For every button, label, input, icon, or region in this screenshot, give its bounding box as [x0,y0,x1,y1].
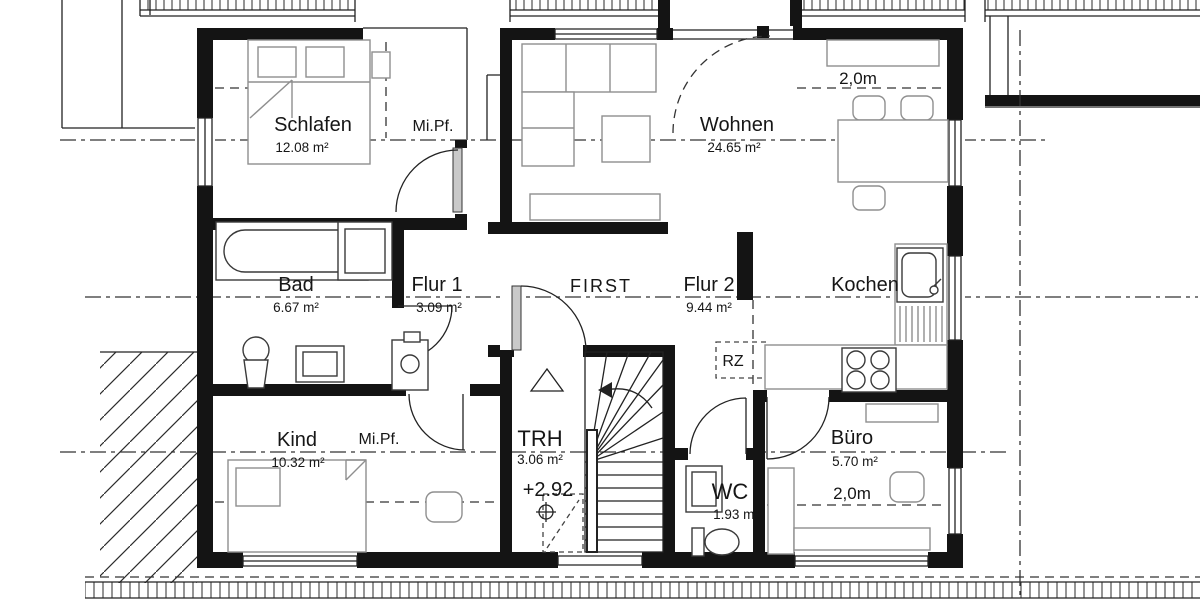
door-swing-trh [520,285,587,352]
desk-side [767,467,795,555]
room-labels: Schlafen 12.08 m² Wohnen 24.65 m² Bad 6.… [271,114,899,522]
toilet-wc [691,527,705,557]
label-wohnen: Wohnen [700,114,774,136]
label-mipf-bottom: Mi.Pf. [359,431,400,448]
area-buero: 5.70 m² [832,454,878,469]
label-flur1: Flur 1 [411,274,462,296]
area-flur1: 3.09 m² [416,300,462,315]
chair [852,95,886,121]
area-trh: 3.06 m² [517,452,563,467]
area-schlafen: 12.08 m² [275,140,329,155]
drainer [899,306,943,342]
chair [900,95,934,121]
chair-kind [425,491,463,523]
label-trh: TRH [517,426,562,451]
window-buero [948,467,962,535]
furniture-wohnen [521,39,949,221]
door-swing-kind [408,393,466,451]
area-bad: 6.67 m² [273,300,319,315]
area-flur2: 9.44 m² [686,300,732,315]
door-leaf-trh [511,285,522,351]
label-bad: Bad [278,274,314,296]
window-essen [948,119,962,187]
door-swing-schlafen [395,149,459,213]
trh-triangle-symbol [529,367,565,392]
adjacent-structure-top-right [985,16,1200,108]
roof-edge-hatch-top [139,0,1200,28]
coffee-table [601,115,651,163]
roof-edge-hatch-bottom [85,576,1200,599]
label-rz: RZ [722,353,744,370]
area-wohnen: 24.65 m² [707,140,761,155]
desk-bottom [793,527,931,551]
label-flur2: Flur 2 [683,274,734,296]
door-trh-aussen [557,555,643,566]
annotation-labels: Mi.Pf. Mi.Pf. FIRST RZ 2,0m 2,0m +2.92 [359,69,877,503]
fixtures-wc [685,465,740,557]
windows [195,26,965,570]
area-kind: 10.32 m² [271,455,325,470]
window-schlafen [197,117,213,187]
sideboard-wohnen [529,193,661,221]
label-mipf-top: Mi.Pf. [413,118,454,135]
window-wohnen [554,28,658,40]
label-level-292: +2.92 [523,479,574,501]
label-kochen: Kochen [831,274,899,296]
chair-buero [889,471,925,503]
toilet-bad [242,336,270,364]
stair-dashed-landing [542,493,584,553]
nightstand [371,51,391,79]
furniture-kind [227,459,463,553]
existing-building-hatch [100,352,197,583]
stair-stringer [586,429,598,553]
door-swing-buero [766,396,830,460]
fixtures-bad [215,221,393,389]
door-swing-wc [689,397,747,455]
label-2m-top: 2,0m [839,69,877,88]
label-kind: Kind [277,429,317,451]
label-schlafen: Schlafen [274,114,352,136]
stair-direction-arrow [598,382,612,398]
area-wc: 1.93 m² [713,507,759,522]
sideboard-essen [826,39,940,67]
label-buero: Büro [831,427,873,449]
label-wc: WC [712,479,749,504]
sofa-top [521,43,657,93]
door-swing-balkon [672,35,771,134]
sofa-side [521,91,575,167]
door-leaf-schlafen [452,147,463,213]
window-kind [242,555,358,567]
fixture-flur1 [391,331,429,391]
level-symbol [536,502,556,522]
label-2m-bottom: 2,0m [833,484,871,503]
staircase [529,351,664,553]
chair [852,185,886,211]
furniture-schlafen [247,39,391,165]
furniture-kochen [764,243,948,393]
window-buero-sued [794,555,929,567]
shelf-buero [865,403,939,423]
dining-table [837,119,949,183]
label-first-ridge: FIRST [570,276,632,296]
window-kochen [948,255,962,341]
furniture-buero [767,403,939,555]
